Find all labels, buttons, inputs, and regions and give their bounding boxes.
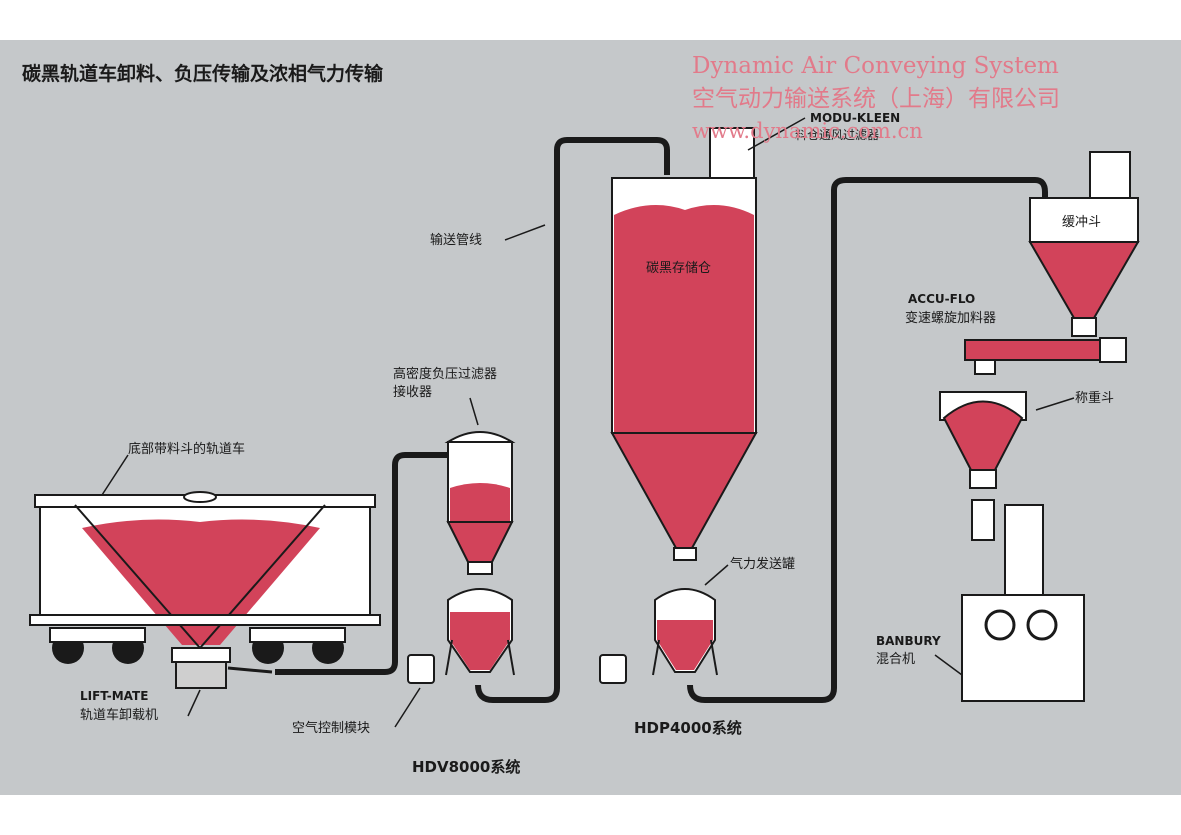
storage-silo — [610, 127, 758, 561]
pipe-hdp-to-buffer — [687, 177, 1048, 703]
leader-lines — [101, 117, 1075, 728]
banbury-mixer — [961, 499, 1085, 702]
label-lift-mate-cn: 轨道车卸载机 — [80, 707, 158, 723]
label-receiver-1: 高密度负压过滤器 — [393, 366, 497, 382]
label-modu-kleen-en: MODU-KLEEN — [810, 111, 900, 125]
railcar-wheels — [49, 627, 346, 664]
conveying-pipelines — [275, 137, 1048, 703]
label-accu-flo-en: ACCU-FLO — [908, 292, 975, 306]
label-receiver-2: 接收器 — [393, 384, 432, 400]
weigh-hopper — [939, 391, 1027, 489]
label-hdp-system: HDP4000系统 — [634, 719, 742, 737]
watermark-line-2: 空气动力输送系统（上海）有限公司 — [692, 86, 1060, 112]
hdv-vessel — [445, 588, 515, 676]
label-pipeline: 输送管线 — [430, 232, 482, 248]
watermark-line-3: www.dynamic.com.cn — [692, 119, 923, 143]
hopper-railcar — [29, 491, 381, 664]
pipe-hdv-to-silo-filter — [475, 137, 670, 703]
air-module-box-1 — [407, 654, 435, 684]
screw-feeder — [964, 337, 1127, 375]
label-railcar: 底部带料斗的轨道车 — [128, 441, 245, 457]
label-lift-mate-en: LIFT-MATE — [80, 689, 148, 703]
watermark: Dynamic Air Conveying System 空气动力输送系统（上海… — [692, 53, 1060, 143]
diagram-canvas: 碳黑轨道车卸料、负压传输及浓相气力传输 — [0, 40, 1181, 795]
buffer-hopper — [1028, 151, 1140, 337]
receiver-filter — [444, 431, 516, 575]
label-modu-kleen-cn: 料仓通风过滤器 — [795, 128, 879, 142]
label-buffer: 缓冲斗 — [1062, 215, 1101, 230]
process-diagram: 碳黑轨道车卸料、负压传输及浓相气力传输 — [22, 53, 1140, 776]
hdp-vessel — [652, 588, 718, 676]
lift-mate-unloader — [171, 647, 273, 689]
label-banbury-en: BANBURY — [876, 634, 941, 648]
diagram-title: 碳黑轨道车卸料、负压传输及浓相气力传输 — [22, 62, 384, 85]
watermark-line-1: Dynamic Air Conveying System — [692, 53, 1059, 79]
label-weigh: 称重斗 — [1075, 390, 1114, 406]
label-air-module: 空气控制模块 — [292, 720, 370, 736]
label-accu-flo-cn: 变速螺旋加料器 — [905, 310, 996, 326]
label-hdv-system: HDV8000系统 — [412, 758, 520, 776]
labels: MODU-KLEEN 料仓通风过滤器 输送管线 碳黑存储仓 缓冲斗 ACCU-F… — [80, 111, 1114, 776]
label-pressure-vessel: 气力发送罐 — [730, 556, 795, 572]
label-silo: 碳黑存储仓 — [646, 261, 711, 276]
air-module-box-2 — [599, 654, 627, 684]
label-banbury-cn: 混合机 — [876, 652, 915, 667]
pipe-railcar-to-receiver — [275, 452, 470, 675]
